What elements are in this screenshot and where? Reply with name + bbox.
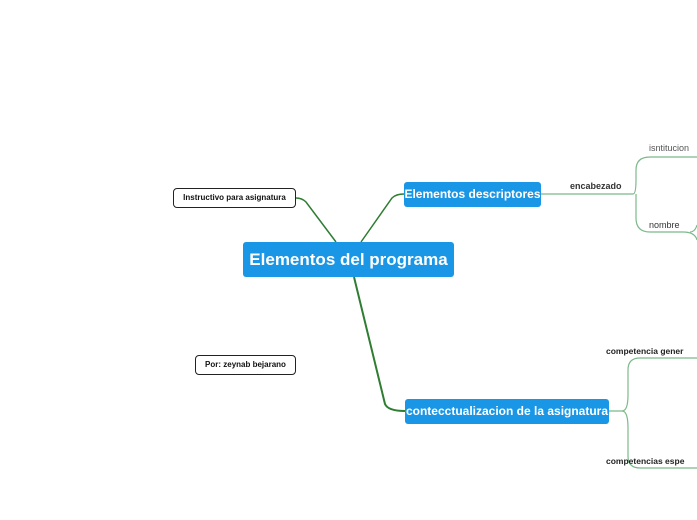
topic-competencia-general[interactable]: competencia gener bbox=[606, 346, 684, 356]
brace-contextualizacion bbox=[609, 357, 697, 469]
connector-descriptores bbox=[360, 193, 405, 243]
topic-contextualizacion[interactable]: contecctualizacion de la asignatura bbox=[405, 399, 609, 424]
floating-autor[interactable]: Por: zeynab bejarano bbox=[195, 355, 296, 375]
connector-instructivo bbox=[295, 197, 337, 243]
floating-instructivo[interactable]: Instructivo para asignatura bbox=[173, 188, 296, 208]
topic-elementos-descriptores[interactable]: Elementos descriptores bbox=[404, 182, 541, 207]
central-topic[interactable]: Elementos del programa bbox=[243, 242, 454, 277]
topic-encabezado[interactable]: encabezado bbox=[570, 181, 622, 191]
connector-contextualizacion bbox=[353, 276, 406, 412]
topic-isntitucion[interactable]: isntitucion bbox=[649, 143, 690, 153]
topic-competencias-especificas[interactable]: competencias espe bbox=[606, 456, 685, 466]
topic-nombre[interactable]: nombre bbox=[649, 220, 680, 230]
